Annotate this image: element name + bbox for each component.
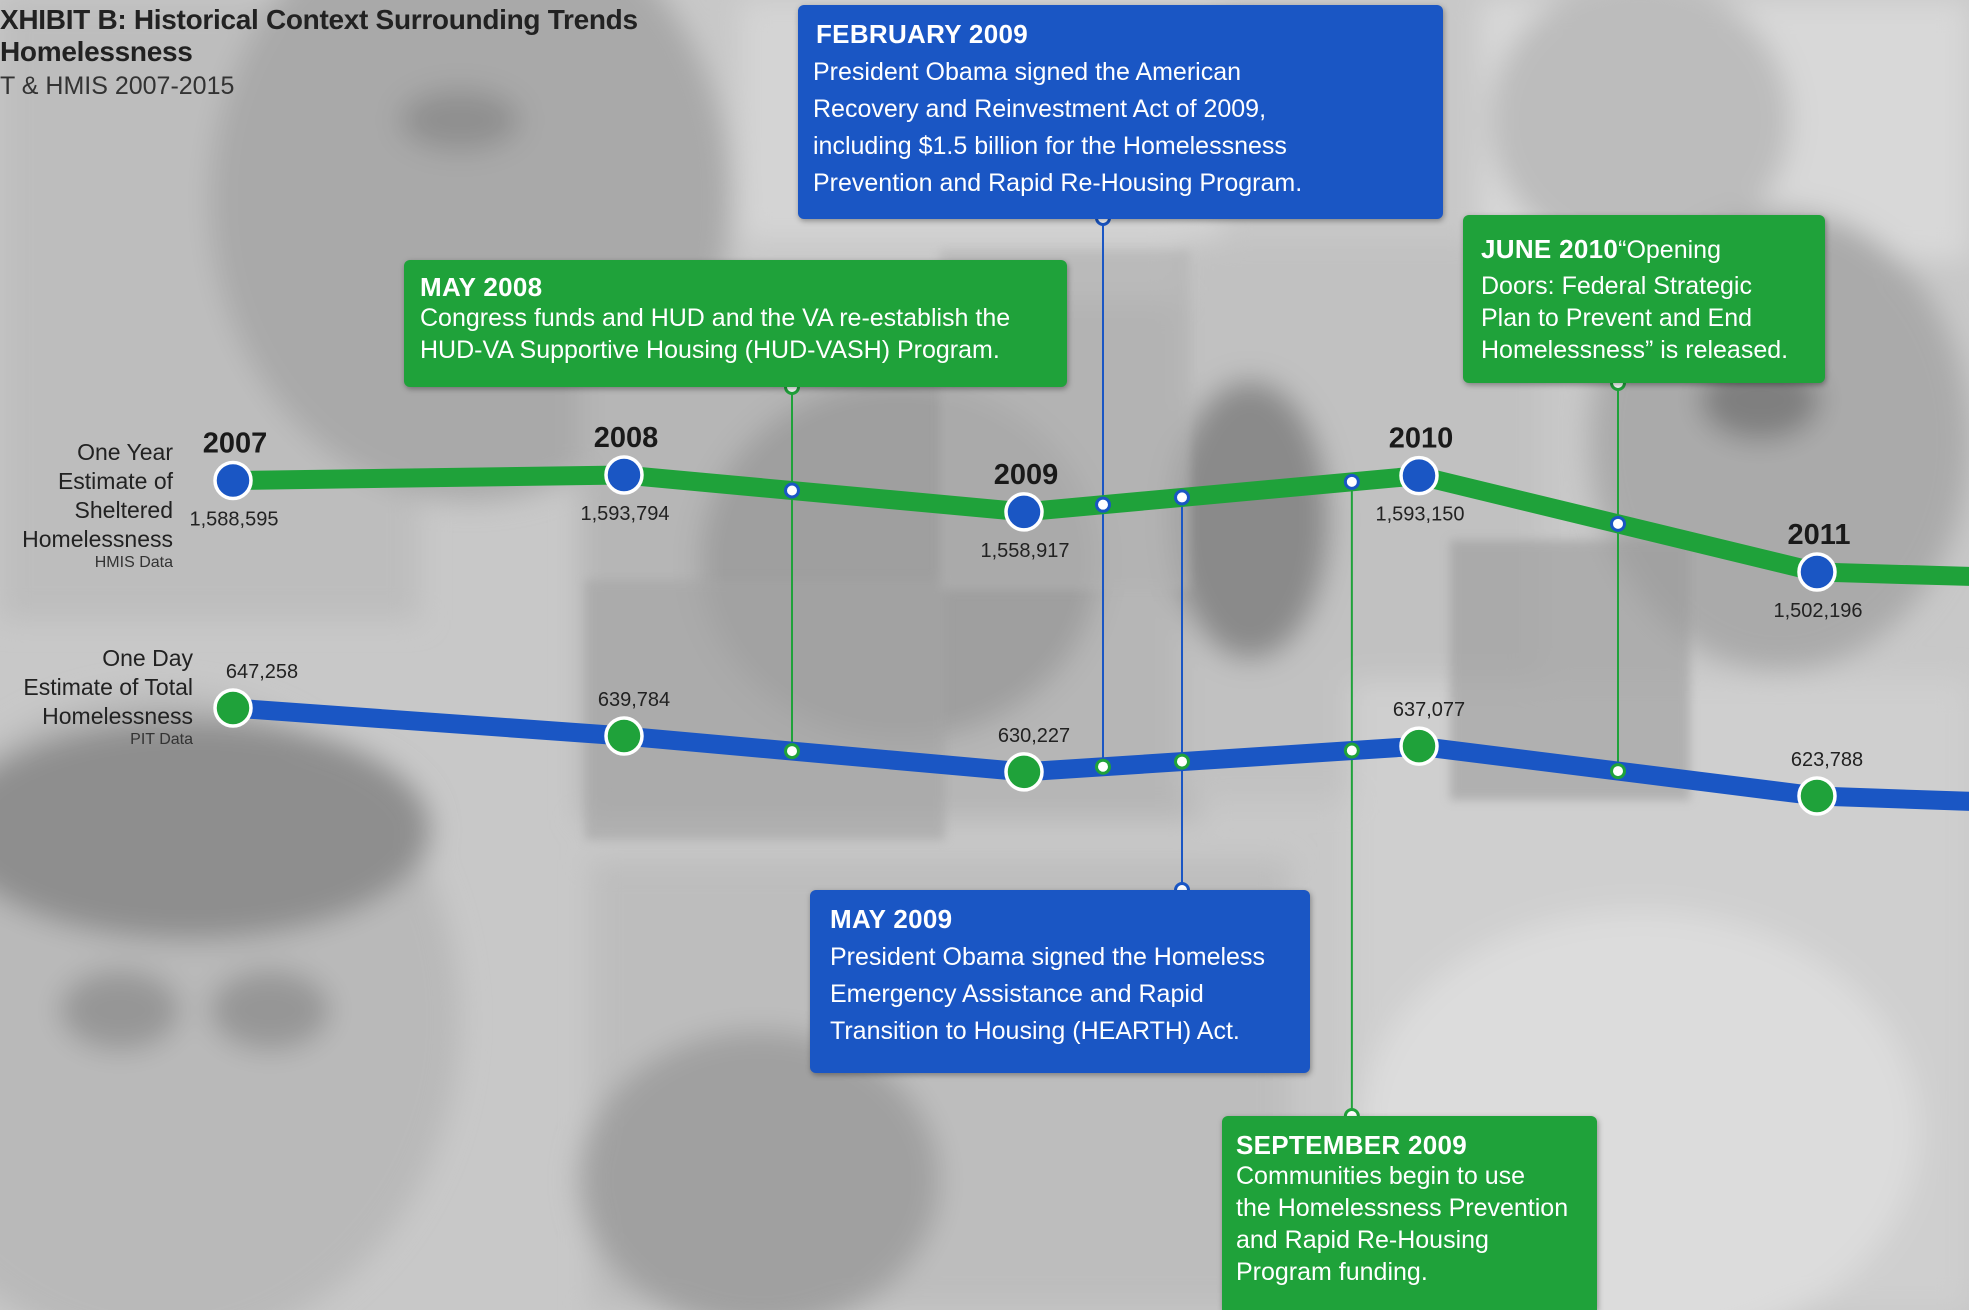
annotation-text-line: and Rapid Re-Housing bbox=[1236, 1226, 1489, 1254]
annotation-series-dot bbox=[1095, 496, 1111, 513]
annotation-text-line: Communities begin to use bbox=[1236, 1162, 1526, 1190]
chart-title-line1: XHIBIT B: Historical Context Surrounding… bbox=[0, 4, 638, 35]
annotation-series-dot bbox=[1095, 758, 1111, 775]
data-point-total bbox=[1399, 726, 1439, 766]
annotation-text-line: the Homelessness Prevention bbox=[1236, 1194, 1569, 1222]
series-label-total-line: Homelessness bbox=[42, 703, 193, 729]
annotation-date: SEPTEMBER 2009 bbox=[1236, 1130, 1468, 1160]
chart-title-line2: Homelessness bbox=[0, 36, 193, 67]
annotation-text-line: President Obama signed the Homeless bbox=[830, 943, 1265, 971]
data-point-total bbox=[1797, 776, 1837, 816]
data-label-sheltered: 1,593,794 bbox=[581, 503, 670, 525]
annotation-text-line: “Opening bbox=[1618, 236, 1721, 264]
data-point-total bbox=[1004, 752, 1044, 792]
annotation-text-line: Recovery and Reinvestment Act of 2009, bbox=[813, 95, 1267, 123]
data-label-sheltered: 1,588,595 bbox=[190, 509, 279, 531]
series-label-total-line: One Day bbox=[102, 645, 193, 671]
annotation-callout-may-2008: MAY 2008 Congress funds and HUD and the … bbox=[404, 260, 1067, 387]
data-label-total: 639,784 bbox=[598, 689, 670, 711]
series-label-total-line: Estimate of Total bbox=[23, 674, 193, 700]
data-label-total: 630,227 bbox=[998, 725, 1070, 747]
annotation-callout-sept-2009: SEPTEMBER 2009 Communities begin to use … bbox=[1222, 1116, 1597, 1310]
annotation-text-line: including $1.5 billion for the Homelessn… bbox=[813, 132, 1287, 160]
chart-subtitle: T & HMIS 2007-2015 bbox=[0, 72, 235, 100]
annotation-text-line: Emergency Assistance and Rapid bbox=[830, 980, 1204, 1008]
annotation-date: MAY 2009 bbox=[830, 904, 953, 934]
annotation-text-line: Program funding. bbox=[1236, 1258, 1428, 1286]
series-label-sheltered-line: Homelessness bbox=[22, 526, 173, 552]
annotation-series-dot bbox=[784, 482, 800, 499]
data-point-sheltered bbox=[1399, 455, 1439, 496]
annotation-text-line: President Obama signed the American bbox=[813, 58, 1242, 86]
year-label: 2007 bbox=[203, 428, 268, 460]
year-label: 2011 bbox=[1788, 519, 1851, 551]
series-lines bbox=[223, 465, 1969, 811]
annotation-text-line: Congress funds and HUD and the VA re-est… bbox=[420, 304, 1011, 332]
data-point-sheltered bbox=[213, 460, 253, 501]
annotation-text-line: Plan to Prevent and End bbox=[1481, 304, 1753, 332]
annotation-callout-may-2009: MAY 2009 President Obama signed the Home… bbox=[810, 890, 1310, 1073]
annotation-series-dot bbox=[784, 743, 800, 760]
annotation-date: MAY 2008 bbox=[420, 272, 543, 302]
data-label-total: 637,077 bbox=[1393, 699, 1465, 721]
series-line-total bbox=[223, 698, 1969, 811]
series-label-total: One Day Estimate of Total Homelessness P… bbox=[23, 644, 193, 749]
annotation-text-line: HUD-VA Supportive Housing (HUD-VASH) Pro… bbox=[420, 336, 1000, 364]
series-label-sheltered-source: HMIS Data bbox=[94, 554, 173, 571]
year-label: 2010 bbox=[1389, 423, 1454, 455]
annotation-text-line: Doors: Federal Strategic bbox=[1481, 272, 1752, 300]
annotation-text-line: Homelessness” is released. bbox=[1481, 336, 1789, 364]
data-point-sheltered bbox=[1797, 552, 1837, 592]
data-label-total: 623,788 bbox=[1791, 749, 1863, 771]
data-label-sheltered: 1,502,196 bbox=[1774, 600, 1863, 622]
annotation-series-dot bbox=[1343, 473, 1360, 490]
annotation-text-line: Prevention and Rapid Re-Housing Program. bbox=[813, 169, 1303, 197]
annotation-connectors bbox=[791, 218, 1619, 1116]
annotation-series-dot bbox=[1610, 515, 1626, 532]
annotation-callout-june-2010: JUNE 2010“Opening Doors: Federal Strateg… bbox=[1463, 215, 1825, 383]
series-label-sheltered-line: Sheltered bbox=[74, 497, 173, 523]
series-label-sheltered: One Year Estimate of Sheltered Homelessn… bbox=[22, 438, 173, 572]
data-label-total: 647,258 bbox=[226, 661, 298, 683]
data-point-total bbox=[604, 716, 644, 756]
series-markers bbox=[213, 455, 1837, 816]
annotation-series-dot bbox=[1174, 753, 1190, 770]
annotation-date: FEBRUARY 2009 bbox=[816, 19, 1028, 49]
data-label-sheltered: 1,558,917 bbox=[981, 540, 1070, 562]
annotation-callout-feb-2009: FEBRUARY 2009 President Obama signed the… bbox=[798, 5, 1443, 219]
annotation-date: JUNE 2010 bbox=[1481, 234, 1619, 264]
data-label-sheltered: 1,593,150 bbox=[1376, 504, 1465, 526]
data-point-sheltered bbox=[604, 455, 644, 495]
annotation-series-dot bbox=[1174, 489, 1190, 506]
annotation-series-dot bbox=[1343, 742, 1360, 759]
series-line-sheltered bbox=[223, 465, 1969, 586]
series-label-sheltered-line: Estimate of bbox=[57, 468, 173, 494]
annotation-series-dot bbox=[1610, 763, 1626, 780]
series-label-sheltered-line: One Year bbox=[77, 439, 173, 465]
data-point-total bbox=[213, 688, 253, 728]
series-label-total-source: PIT Data bbox=[130, 731, 193, 748]
data-point-sheltered bbox=[1004, 492, 1044, 532]
chart-labels: 2007 1,588,595 2008 1,593,794 2009 1,558,917 2… bbox=[190, 422, 1864, 771]
annotation-text-line: Transition to Housing (HEARTH) Act. bbox=[830, 1017, 1240, 1045]
year-label: 2009 bbox=[994, 459, 1059, 491]
year-label: 2008 bbox=[594, 422, 659, 454]
